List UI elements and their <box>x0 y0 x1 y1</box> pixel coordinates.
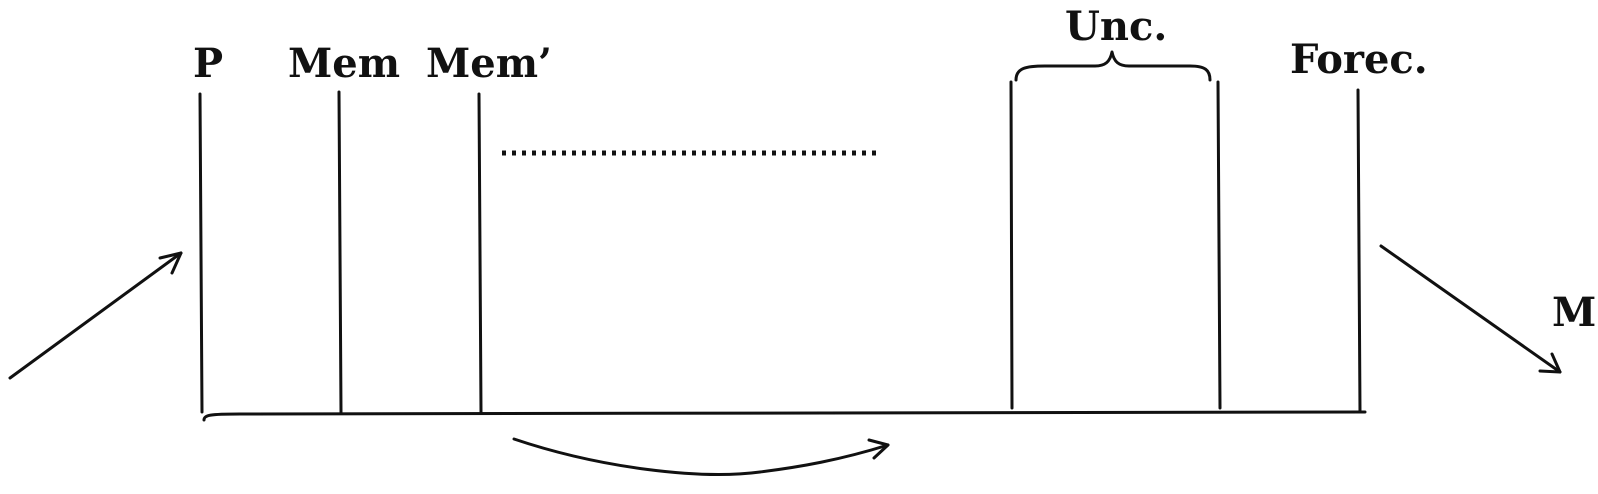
incoming-arrow-head <box>158 251 183 275</box>
outgoing-arrow-head <box>1538 352 1562 374</box>
curved-arrow <box>512 437 890 476</box>
label-m: M <box>1552 289 1596 336</box>
vertical-line-forec <box>1356 88 1362 414</box>
vertical-line-mem <box>337 90 343 414</box>
label-unc: Unc. <box>1065 3 1167 50</box>
vertical-line-unc-left <box>1009 80 1014 410</box>
label-forec: Forec. <box>1290 36 1428 83</box>
vertical-line-mem-prime <box>477 92 483 414</box>
incoming-arrow-line <box>8 251 183 380</box>
vertical-line-unc-right <box>1216 80 1222 410</box>
curved-arrow-head <box>867 438 890 460</box>
unc-brace <box>1014 50 1212 82</box>
label-mem: Mem <box>288 40 400 87</box>
baseline <box>202 410 1367 422</box>
label-mem-prime: Mem’ <box>426 40 552 87</box>
outgoing-arrow-line <box>1379 244 1562 374</box>
label-p: P <box>193 40 223 87</box>
vertical-line-p <box>198 92 204 414</box>
